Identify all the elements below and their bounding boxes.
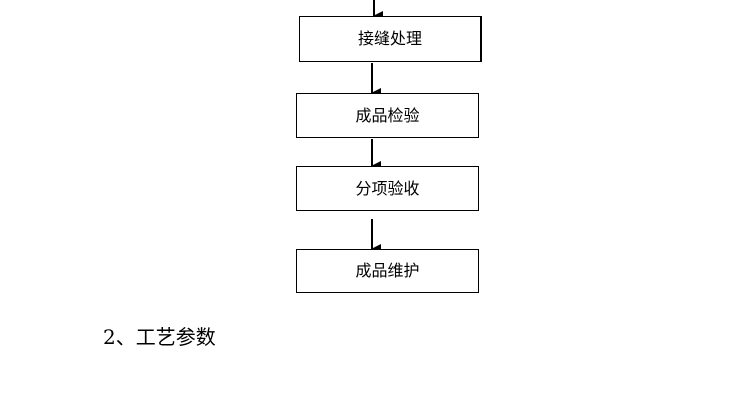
section-heading: 2、工艺参数 <box>103 325 216 349</box>
flow-step-product-maintenance: 成品维护 <box>296 249 479 293</box>
flow-step-seam-treatment: 接缝处理 <box>299 16 482 62</box>
flow-step-itemized-acceptance: 分项验收 <box>296 166 479 211</box>
flow-step-label: 分项验收 <box>355 178 420 198</box>
flow-step-label: 成品维护 <box>355 261 420 280</box>
flow-step-product-inspection: 成品检验 <box>296 93 479 138</box>
flow-step-label: 成品检验 <box>355 105 420 125</box>
process-flowchart: 接缝处理 成品检验 分项验收 成品维护 <box>296 0 482 293</box>
flow-step-label: 接缝处理 <box>357 29 422 48</box>
